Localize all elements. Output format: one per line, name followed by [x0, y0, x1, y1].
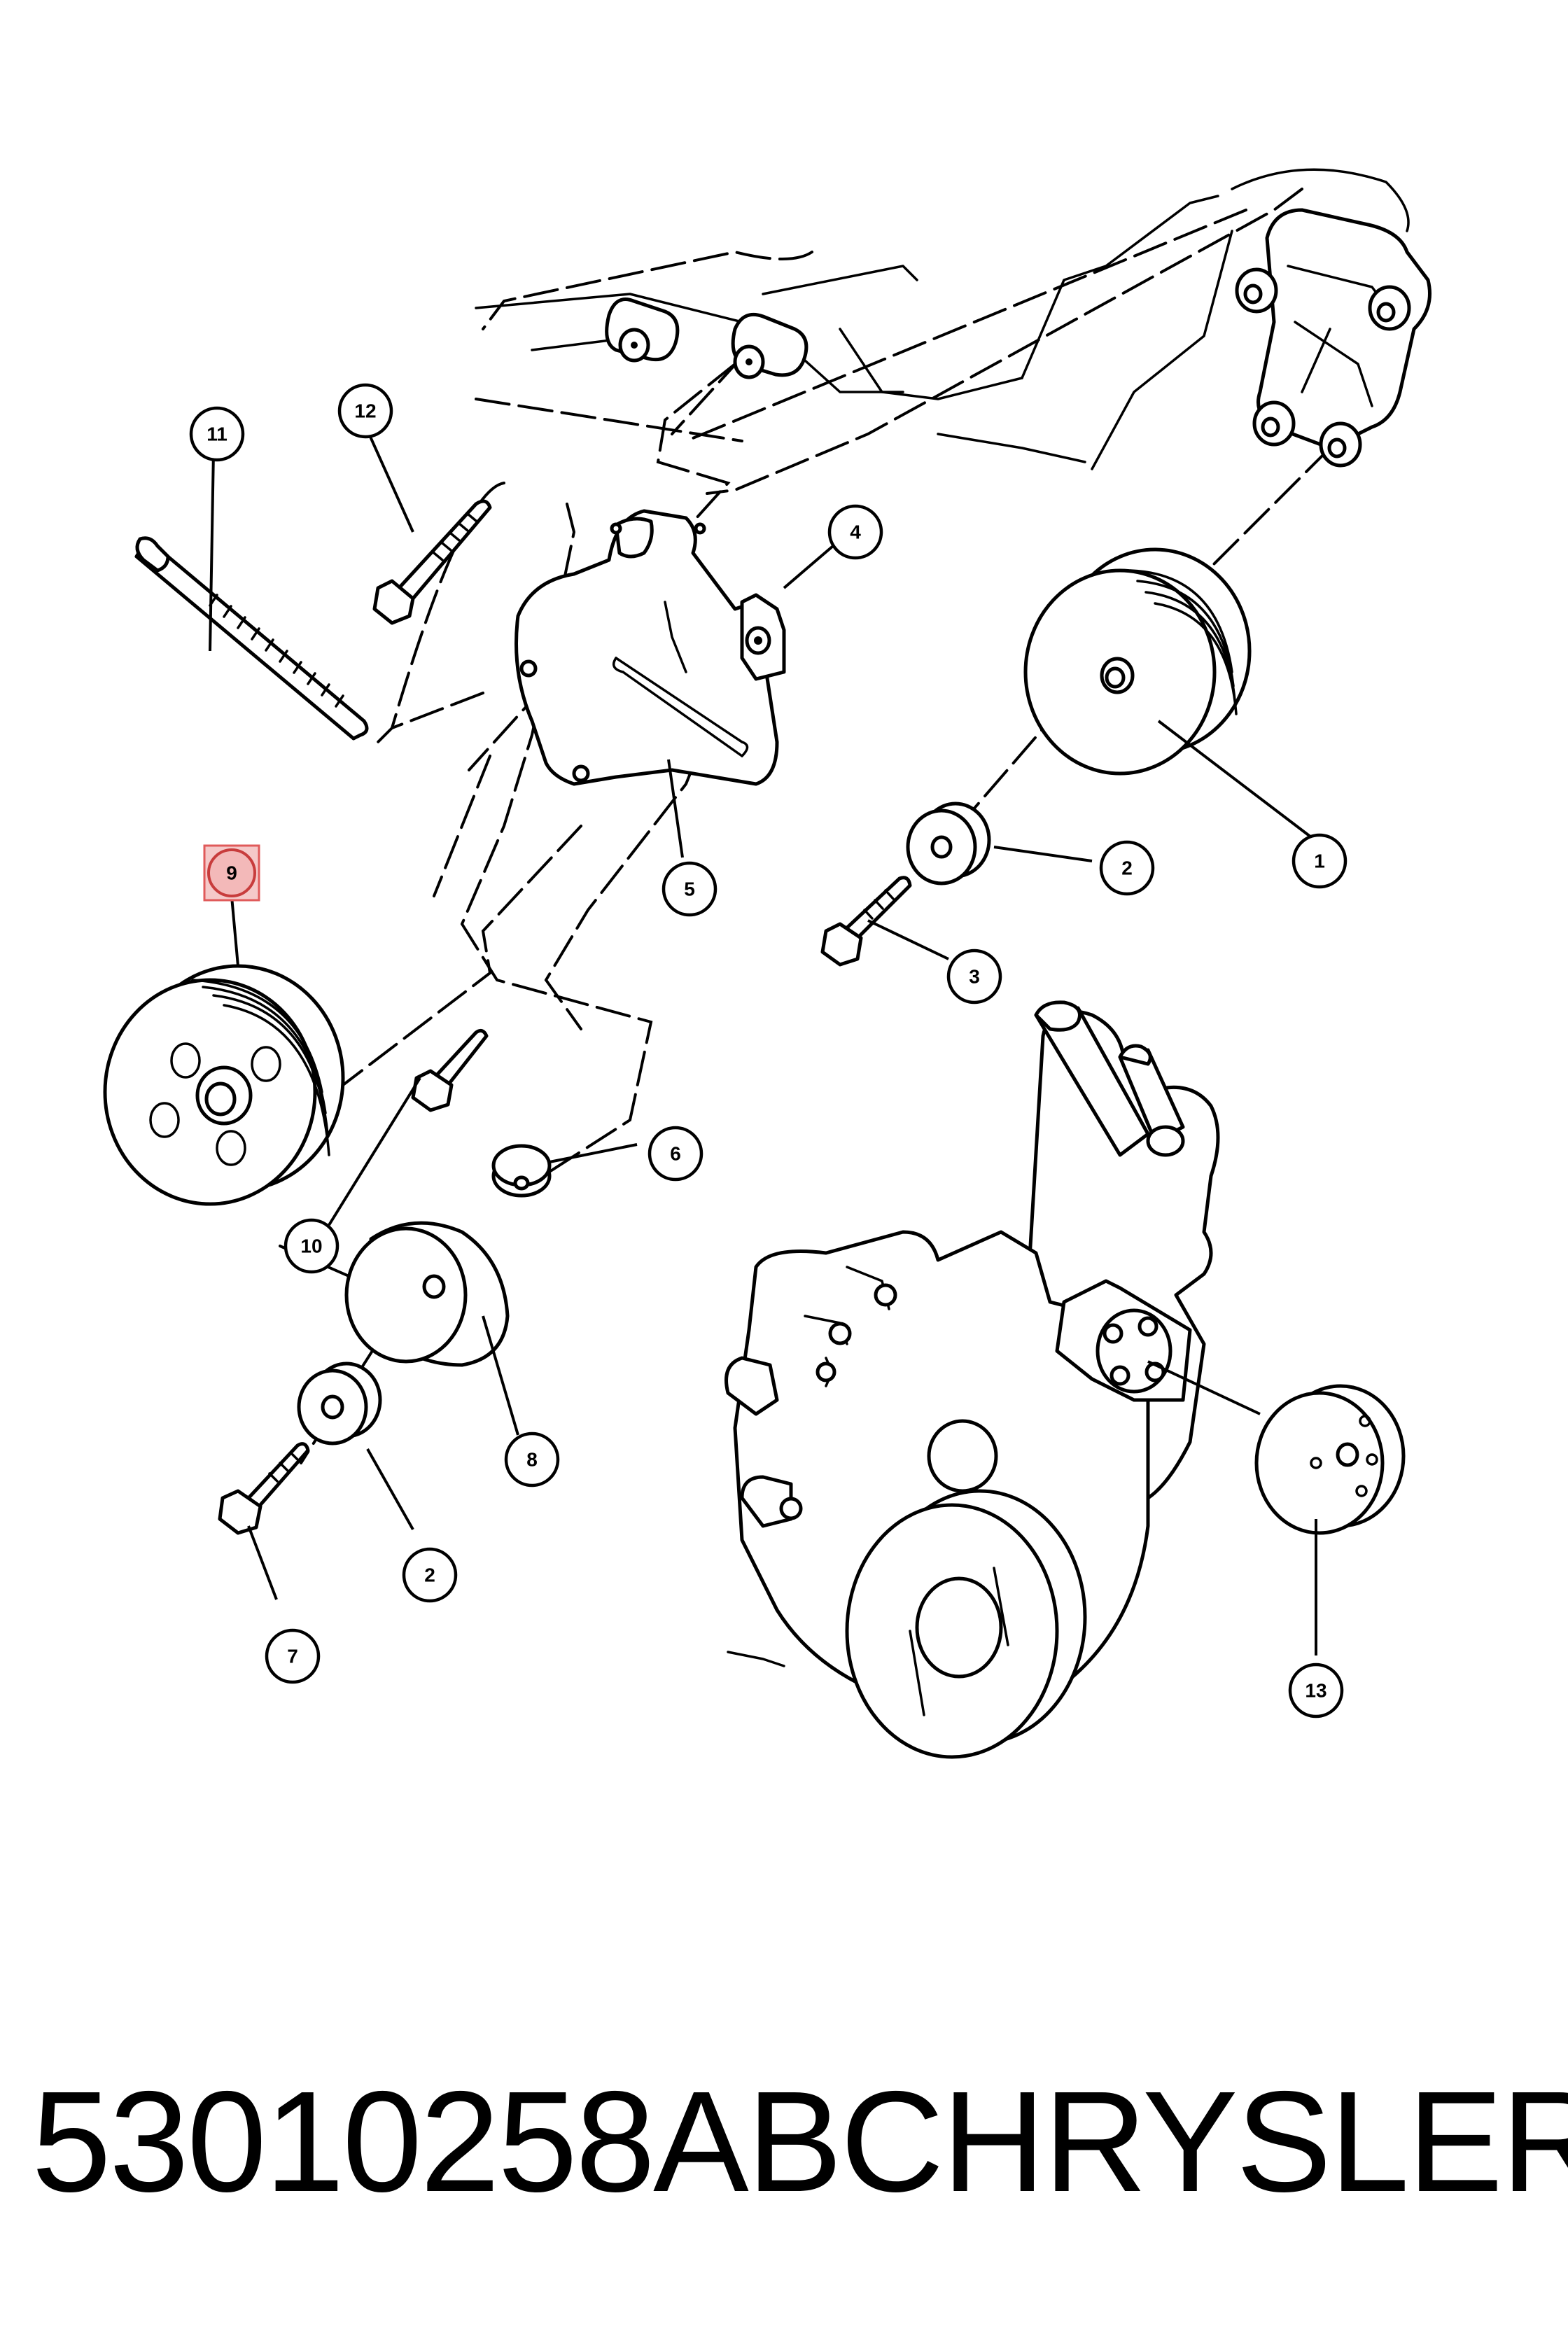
- upper-bracket-bushings: [605, 298, 808, 379]
- upper-right-bracket: [1235, 208, 1432, 468]
- part-9-pulley: [103, 964, 345, 1206]
- callout-8-label: 8: [526, 1449, 538, 1471]
- engine-front-cover: [724, 1000, 1220, 1759]
- callout-7-label: 7: [287, 1646, 298, 1667]
- part-4-clip: [740, 593, 786, 681]
- callout-2-upper-label: 2: [1121, 858, 1133, 879]
- part-2-washer-upper: [906, 802, 991, 886]
- part-6-spacer: [491, 1144, 552, 1198]
- callout-12-label: 12: [354, 400, 376, 422]
- part-1-large-pulley: [1023, 547, 1252, 776]
- callout-6: 6: [648, 1126, 704, 1182]
- callout-8: 8: [504, 1432, 560, 1488]
- callout-5: 5: [662, 861, 718, 917]
- callout-2-upper: 2: [1099, 840, 1155, 896]
- callout-10-label: 10: [300, 1236, 322, 1257]
- part-7-bolt: [218, 1442, 310, 1535]
- part-10-bolt: [411, 1028, 489, 1112]
- callout-13-label: 13: [1305, 1680, 1326, 1702]
- callout-2-lower-label: 2: [424, 1564, 435, 1586]
- callout-3-label: 3: [969, 966, 980, 988]
- callout-11: 11: [189, 406, 245, 462]
- callout-9-highlighted: 9: [203, 844, 260, 902]
- leader-lines: [209, 430, 1321, 1656]
- callout-7: 7: [265, 1628, 321, 1684]
- callout-4-label: 4: [850, 522, 861, 543]
- part-13-water-pump-pulley: [1254, 1384, 1406, 1535]
- caption-bar: 53010258AB CHRYSLER: [0, 2051, 1568, 2233]
- brand-name: CHRYSLER: [840, 2062, 1568, 2222]
- callout-5-label: 5: [684, 878, 695, 900]
- callout-10: 10: [284, 1218, 340, 1274]
- part-number: 53010258AB: [31, 2062, 843, 2222]
- callout-13: 13: [1288, 1662, 1344, 1718]
- bolt-thread-marks: [209, 594, 344, 708]
- callout-3: 3: [946, 948, 1002, 1004]
- callout-6-label: 6: [670, 1143, 681, 1165]
- callout-9-label: 9: [226, 862, 237, 884]
- part-8-idler-pulley: [344, 1221, 510, 1367]
- callout-1: 1: [1292, 833, 1348, 889]
- part-11-long-bolt: [134, 536, 369, 741]
- part-5-bracket: [514, 509, 779, 786]
- part-2-washer-lower: [297, 1362, 382, 1446]
- callout-2-lower: 2: [402, 1547, 458, 1603]
- callout-4: 4: [827, 504, 883, 560]
- callout-11-label: 11: [206, 424, 227, 445]
- part-3-bolt: [820, 876, 912, 967]
- callout-12: 12: [337, 383, 393, 439]
- part-12-bolt: [372, 499, 492, 625]
- callout-1-label: 1: [1314, 850, 1325, 872]
